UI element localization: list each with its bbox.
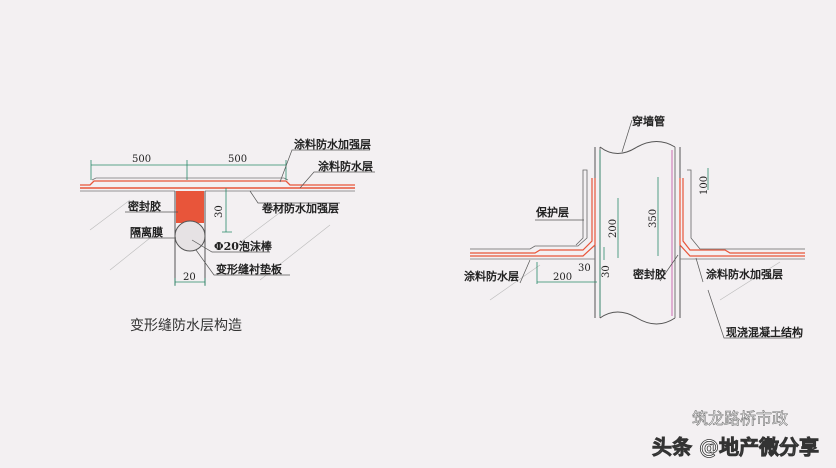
- dim-30-b: 30: [601, 265, 612, 278]
- label-sealant-right: 密封胶: [633, 267, 666, 281]
- coating-layers: [470, 178, 805, 257]
- label-coating-layer: 涂料防水层: [318, 159, 373, 173]
- dim-200-horizontal: 200: [553, 272, 572, 283]
- sealant-fill: [176, 191, 204, 223]
- dim-350: 350: [648, 209, 659, 228]
- label-foam-rod: Φ20泡沫棒: [214, 239, 273, 253]
- leader-lines: [125, 149, 375, 276]
- coating-layer: [80, 180, 355, 186]
- dim-100: 100: [699, 176, 710, 195]
- leader-lines-right: [519, 119, 800, 339]
- label-protective-layer: 保护层: [535, 205, 569, 219]
- dim-30-a: 30: [578, 263, 591, 274]
- dim-30: 30: [214, 205, 225, 218]
- dimension-lines-right: [536, 168, 709, 284]
- label-joint-pad: 变形缝衬垫板: [216, 262, 283, 276]
- wall-pipe-diagram: 穿墙管 保护层 涂料防水层 密封胶 涂料防水加强层 现浇混凝土结构 100 35…: [464, 114, 805, 339]
- label-coating-reinforce: 涂料防水加强层: [294, 137, 371, 151]
- watermark-line1: 筑龙路桥市政: [692, 409, 788, 428]
- dim-500-left: 500: [132, 154, 151, 165]
- label-sealant: 密封胶: [128, 199, 161, 213]
- dimension-lines: [90, 160, 287, 286]
- watermark-line2: 头条 @地产微分享: [652, 435, 819, 459]
- label-coating-layer-right: 涂料防水层: [464, 269, 519, 283]
- diagram-title: 变形缝防水层构造: [130, 318, 242, 334]
- label-membrane-reinforce: 卷材防水加强层: [261, 201, 339, 215]
- watermark: 筑龙路桥市政 头条 @地产微分享: [652, 409, 820, 460]
- label-isolation-film: 隔离膜: [130, 225, 163, 239]
- label-concrete: 现浇混凝土结构: [726, 325, 803, 339]
- label-coating-reinforce-right: 涂料防水加强层: [706, 267, 783, 281]
- label-pipe: 穿墙管: [632, 114, 665, 128]
- dim-500-right: 500: [228, 154, 247, 165]
- dim-20: 20: [183, 272, 196, 283]
- foam-rod: [174, 220, 206, 252]
- protective-layer: [470, 169, 588, 250]
- dim-200-vertical: 200: [608, 219, 619, 238]
- deformation-joint-diagram: 500 500 30 20 涂料防水加强层 涂料防水层 卷材防水加强层 密封胶 …: [80, 137, 375, 334]
- concrete-hatch: [89, 199, 331, 281]
